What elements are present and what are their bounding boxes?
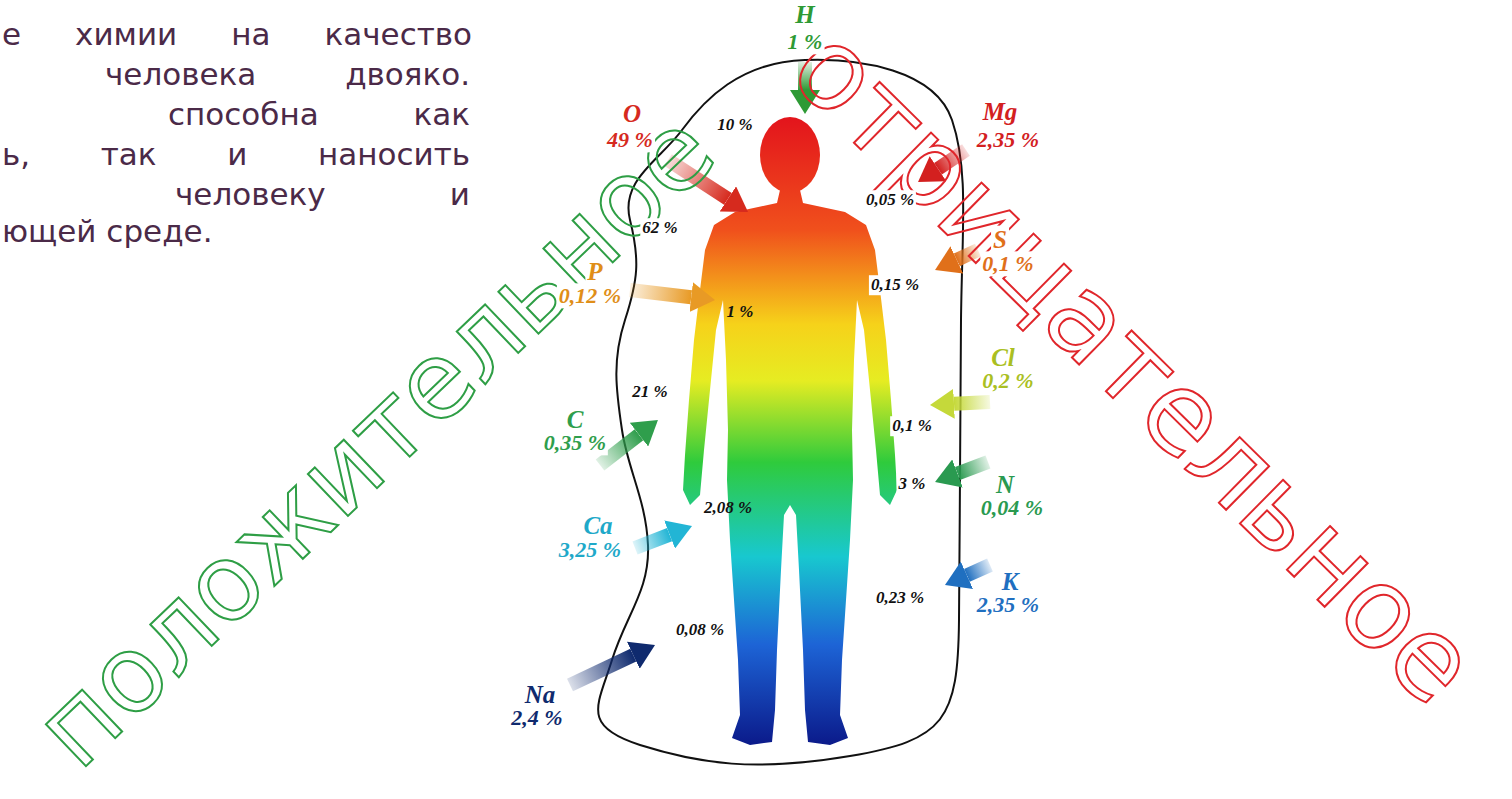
body-percent: 0,23 % xyxy=(874,588,926,608)
intro-text: ющей среде. xyxy=(2,214,213,250)
body-percent: 0,1 % xyxy=(890,416,934,436)
human-silhouette xyxy=(683,117,897,745)
element-arrow xyxy=(630,290,691,297)
body-percent: 0,08 % xyxy=(674,620,726,640)
crust-percent: 3,25 % xyxy=(557,537,623,562)
element-symbol: Ca xyxy=(581,512,614,541)
crust-percent: 2,4 % xyxy=(509,705,564,730)
crust-percent: 1 % xyxy=(786,29,825,54)
body-percent: 1 % xyxy=(725,302,756,322)
body-percent: 2,08 % xyxy=(702,498,754,518)
crust-percent: 49 % xyxy=(605,127,655,152)
body-percent: 3 % xyxy=(897,474,928,494)
element-arrow xyxy=(570,655,633,685)
crust-percent: 2,35 % xyxy=(975,592,1041,617)
intro-text: е химии на качество xyxy=(2,17,472,53)
intro-text: человеку и xyxy=(175,177,470,213)
crust-percent: 0,12 % xyxy=(557,283,623,308)
element-arrow xyxy=(967,565,990,575)
crust-percent: 2,35 % xyxy=(975,127,1041,152)
intro-text: способна как xyxy=(168,97,470,133)
body-percent: 21 % xyxy=(630,382,669,402)
element-symbol: Mg xyxy=(981,98,1020,127)
intro-text: человека двояко. xyxy=(105,57,470,93)
crust-percent: 0,04 % xyxy=(979,495,1045,520)
element-symbol: H xyxy=(793,1,816,30)
element-arrow xyxy=(954,402,990,404)
body-percent: 0,05 % xyxy=(864,190,916,210)
body-percent: 10 % xyxy=(715,115,754,135)
body-percent: 0,15 % xyxy=(869,275,921,295)
crust-percent: 0,1 % xyxy=(980,251,1035,276)
intro-text: ь, так и наносить xyxy=(2,137,470,173)
element-symbol: O xyxy=(621,100,643,129)
element-arrow xyxy=(635,535,670,548)
element-symbol: S xyxy=(991,226,1009,255)
element-arrow xyxy=(958,462,989,474)
crust-percent: 0,2 % xyxy=(980,368,1035,393)
crust-percent: 0,35 % xyxy=(542,430,608,455)
element-symbol: P xyxy=(585,258,604,287)
body-percent: 62 % xyxy=(640,218,679,238)
